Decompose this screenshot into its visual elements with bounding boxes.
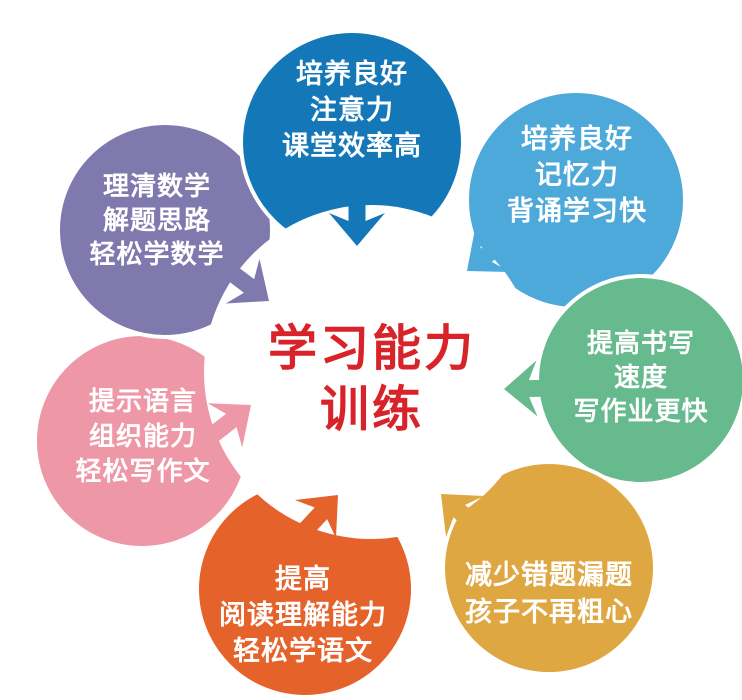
- petal-circle-math: [56, 121, 274, 339]
- petal-label-line: 提高: [275, 564, 331, 595]
- petal-label-line: 提示语言: [88, 387, 198, 417]
- petal-label-carefulness: 减少错题漏题 孩子不再粗心: [465, 557, 633, 631]
- petal-circle-carefulness: [441, 460, 657, 676]
- petal-label-line: 阅读理解能力: [219, 600, 387, 631]
- petal-label-line: 组织能力: [88, 422, 198, 452]
- petal-label-line: 轻松学数学: [89, 240, 225, 270]
- petal-label-line: 培养良好: [521, 124, 633, 155]
- center-circle: [204, 205, 538, 539]
- petal-label-line: 轻松写作文: [75, 457, 211, 487]
- petal-label-math: 理清数学 解题思路 轻松学数学: [89, 170, 224, 272]
- petal-label-memory: 培养良好 记忆力 背诵学习快: [507, 122, 647, 230]
- petal-label-line: 理清数学: [102, 172, 212, 202]
- petal-label-composition: 提示语言 组织能力 轻松写作文: [75, 385, 210, 490]
- petal-label-attention: 培养良好 注意力 课堂效率高: [282, 57, 422, 165]
- petal-label-line: 培养良好: [296, 59, 408, 90]
- petal-label-writing-speed: 提高书写 速度 写作业更快: [573, 327, 708, 429]
- petal-label-line: 解题思路: [102, 206, 212, 236]
- petal-label-line: 写作业更快: [573, 397, 709, 427]
- petal-label-line: 孩子不再粗心: [465, 597, 633, 628]
- petal-label-line: 提高书写: [586, 329, 696, 359]
- center-title-line2: 训练: [319, 381, 425, 438]
- petal-label-line: 记忆力: [535, 160, 619, 191]
- petal-label-reading: 提高 阅读理解能力 轻松学语文: [219, 562, 387, 670]
- center-title-line1: 学习能力: [267, 320, 477, 377]
- petal-label-line: 速度: [613, 363, 669, 393]
- petal-label-line: 课堂效率高: [282, 131, 422, 162]
- petal-label-line: 减少错题漏题: [465, 560, 633, 591]
- petal-label-line: 注意力: [310, 95, 394, 126]
- petal-label-line: 背诵学习快: [507, 196, 647, 227]
- petal-label-line: 轻松学语文: [233, 636, 373, 667]
- center-title: 学习能力 训练: [268, 318, 476, 440]
